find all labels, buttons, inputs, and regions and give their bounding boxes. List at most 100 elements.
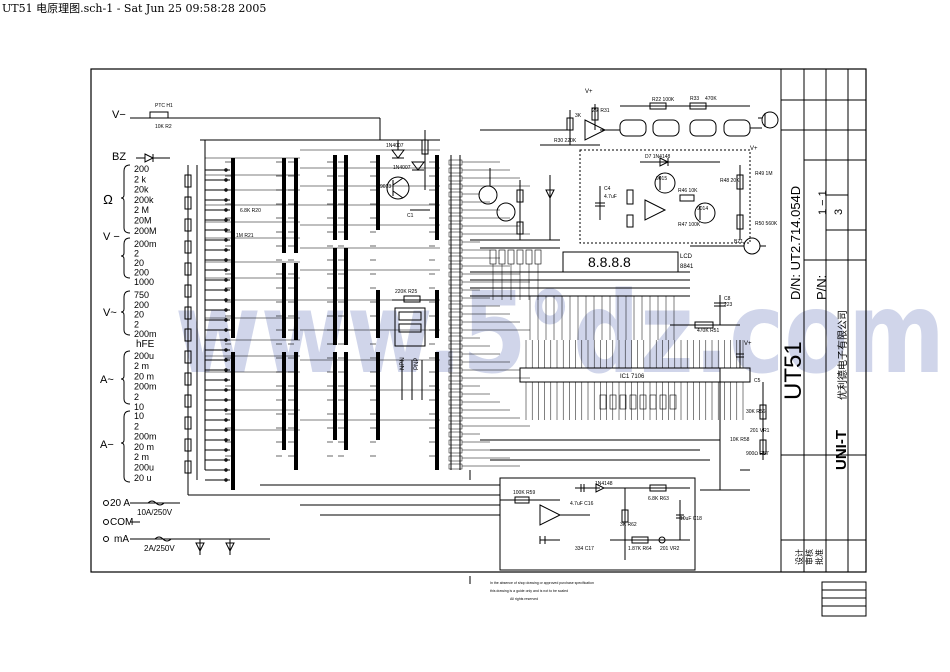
vplus-c5: V+ [744,341,752,347]
range-label-a_ac-3: 200m [134,382,157,392]
vr1-label: 201 VR1 [750,428,770,434]
r58-label: 10K R58 [730,437,750,443]
resistor-ladder [130,111,440,495]
range-label-ohm-4: 2 M [134,205,149,215]
pn-label: P/N: [814,275,829,300]
hfe-label: hFE [136,339,155,350]
r25-label: 220K R25 [395,289,417,295]
input-jacks [103,500,270,555]
range-label-v_dc-2: 20 [134,258,144,268]
range-label-ohm-3: 200k [134,195,154,205]
range-label-v_ac-1: 200 [134,300,149,310]
range-label-a_ac-0: 200u [134,351,154,361]
jack-ma: mA [114,534,129,545]
d7-label: D7 1N4148 [645,154,671,160]
fuse-f2: 10A/250V [137,508,173,517]
q1-stage [386,130,430,211]
r33-label: R33 [690,96,699,102]
pnp-label: PNP [414,358,420,370]
r59-label: 100K R59 [513,490,535,496]
range-label-a_dc-0: 10 [134,411,144,421]
vplus-top: V+ [585,89,593,95]
resistor-array [489,249,677,410]
c4-label: C4 [604,186,611,192]
sheet-number: 3 [833,209,845,215]
vplus-amp: V+ [750,146,758,152]
v-minus-group: V − [103,231,120,243]
r46-label: R46 10K [678,188,698,194]
c8-value: 223 [724,302,733,308]
vr2-label: 201 VR2 [660,546,680,552]
designer-label: 设计 [794,549,804,565]
hfe-socket [392,295,437,400]
range-label-v_ac-4: 200m [134,329,157,339]
range-label-ohm-0: 200 [134,164,149,174]
ic1-chip [519,367,751,383]
ac-converter [499,477,696,571]
amp-subcircuit [595,157,744,240]
note-3: All rights reserved [510,597,538,601]
range-label-a_dc-3: 20 m [134,442,154,452]
range-label-ohm-1: 2 k [134,174,147,184]
ic1-pins [525,296,744,420]
range-label-v_ac-0: 750 [134,290,149,300]
jack-20a: 20 A [110,498,130,509]
c4-value: 4.7uF [604,194,617,200]
r50-label: R50 560K [755,221,778,227]
q4-label: 9014 [697,206,708,212]
c16-label: 4.7uF C16 [570,501,594,507]
c5-label: C5 [754,378,761,384]
input-v-dc: V− [112,109,126,121]
note-1: In the absence of shop drawing or approv… [490,581,594,585]
range-label-a_ac-5: 10 [134,402,144,412]
window-title: UT51 电原理图.sch-1 - Sat Jun 25 09:58:28 20… [2,2,267,15]
c1-label: C1 [407,213,414,219]
r3k-label: 3K [575,113,582,119]
c17-label: 334 C17 [575,546,594,552]
switch-wafers [231,155,439,490]
r62-label: 3K R62 [620,522,637,528]
range-label-a_dc-2: 200m [134,432,157,442]
r30-label: R30 220K [554,138,577,144]
a-dc-group: A− [100,439,114,451]
r22-label: R22 100K [652,97,675,103]
range-label-a_dc-6: 20 u [134,473,152,483]
range-label-ohm-2: 20k [134,185,149,195]
range-label-ohm-6: 200M [134,226,157,236]
svg-text:8.8.8.8: 8.8.8.8 [588,254,631,270]
lcd-module: 8.8.8.8 [470,251,690,297]
revision-label: 1 − 1 [817,190,829,215]
approver-label: 批准 [814,549,824,565]
c18-label: 10uF C18 [680,516,702,522]
watermark: www.5°dz.com [175,269,945,399]
r31-label: 2M R31 [592,108,610,114]
npn-label: NPN [400,357,406,370]
ic1-label: IC1 7106 [620,374,645,380]
dn-label: D/N: UT2.714.054D [788,186,803,300]
c8-label: C8 [724,296,731,302]
range-label-ohm-5: 20M [134,216,152,226]
r63-label: 6.8K R63 [648,496,669,502]
q2-q3-stage [470,168,560,249]
title-block [780,69,867,617]
bz1-driver [690,237,766,255]
range-label-v_dc-3: 200 [134,268,149,278]
range-label-a_ac-1: 2 m [134,361,149,371]
r56-label: 30K R56 [746,409,766,415]
r33-value: 470K [705,96,717,102]
a-ac-group: A~ [100,374,114,386]
lcd-part-label: 8841 [680,264,694,270]
lcd-label: LCD [680,254,693,260]
fuse-f1: 2A/250V [144,544,175,553]
r20-label: 6.8K R20 [240,208,261,214]
connector-pins [448,159,530,470]
connector-strip [450,155,461,470]
ptc-label: PTC H1 [155,103,173,109]
ladder-rows [184,168,230,482]
range-label-v_dc-0: 200m [134,239,157,249]
r49-label: R49 1M [755,171,773,177]
range-brackets [120,164,131,483]
range-label-v_dc-4: 1000 [134,277,154,287]
range-label-a_ac-4: 2 [134,392,139,402]
